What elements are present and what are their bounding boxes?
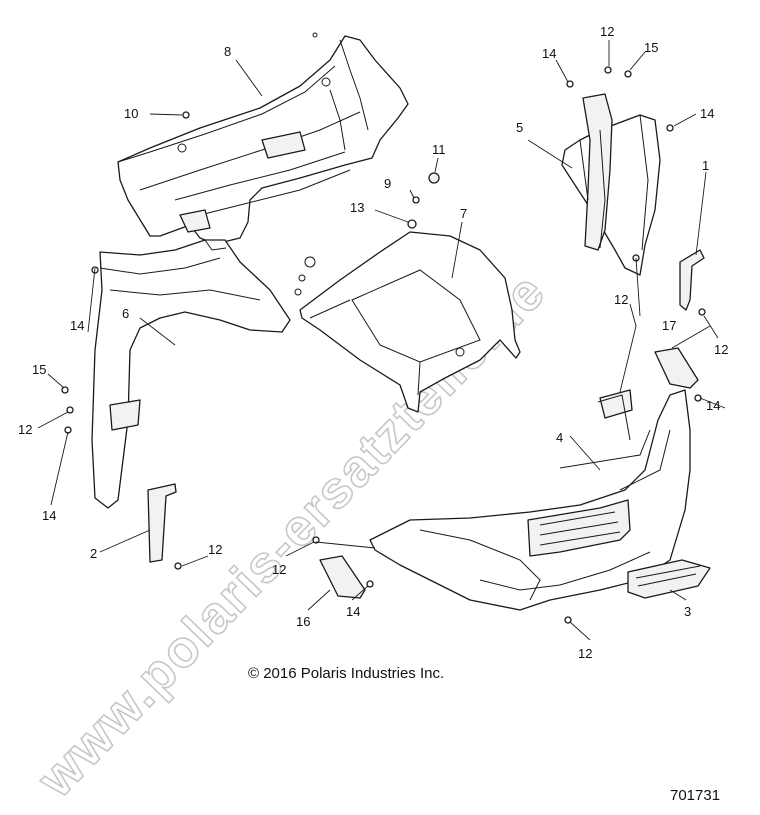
callout-14: 14 [42, 508, 56, 523]
callout-5: 5 [516, 120, 523, 135]
part-1-bracket [679, 249, 705, 311]
callout-8: 8 [224, 44, 231, 59]
callouts: 8 10 14 12 15 14 5 11 9 13 7 1 6 14 15 1… [18, 24, 728, 661]
callout-3: 3 [684, 604, 691, 619]
part-7-center-cowl [294, 231, 521, 413]
copyright-notice: © 2016 Polaris Industries Inc. [248, 665, 444, 682]
callout-15: 15 [32, 362, 46, 377]
part-17-bracket [654, 347, 699, 389]
callout-12: 12 [272, 562, 286, 577]
callout-12: 12 [714, 342, 728, 357]
callout-14: 14 [70, 318, 84, 333]
part-4-front-bumper [369, 389, 691, 611]
callout-17: 17 [662, 318, 676, 333]
part-3-grille [627, 559, 711, 599]
callout-4: 4 [556, 430, 563, 445]
callout-14: 14 [706, 398, 720, 413]
callout-12: 12 [18, 422, 32, 437]
fasteners [61, 66, 706, 624]
callout-12: 12 [600, 24, 614, 39]
part-6-left-side-panel [91, 239, 291, 509]
part-8-dash-panel [117, 32, 409, 245]
callout-14: 14 [542, 46, 556, 61]
callout-6: 6 [122, 306, 129, 321]
callout-2: 2 [90, 546, 97, 561]
callout-11: 11 [432, 142, 446, 157]
callout-12: 12 [614, 292, 628, 307]
callout-1: 1 [702, 158, 709, 173]
callout-12: 12 [578, 646, 592, 661]
part-16-bracket [319, 555, 366, 599]
callout-12: 12 [208, 542, 222, 557]
part-2-bracket [147, 483, 177, 563]
drawing-number: 701731 [670, 787, 720, 804]
callout-13: 13 [350, 200, 364, 215]
callout-14: 14 [700, 106, 714, 121]
callout-10: 10 [124, 106, 138, 121]
part-5-right-side-panel [561, 93, 661, 276]
callout-16: 16 [296, 614, 310, 629]
callout-15: 15 [644, 40, 658, 55]
callout-14: 14 [346, 604, 360, 619]
callout-9: 9 [384, 176, 391, 191]
callout-7: 7 [460, 206, 467, 221]
leader-lines [37, 40, 726, 641]
